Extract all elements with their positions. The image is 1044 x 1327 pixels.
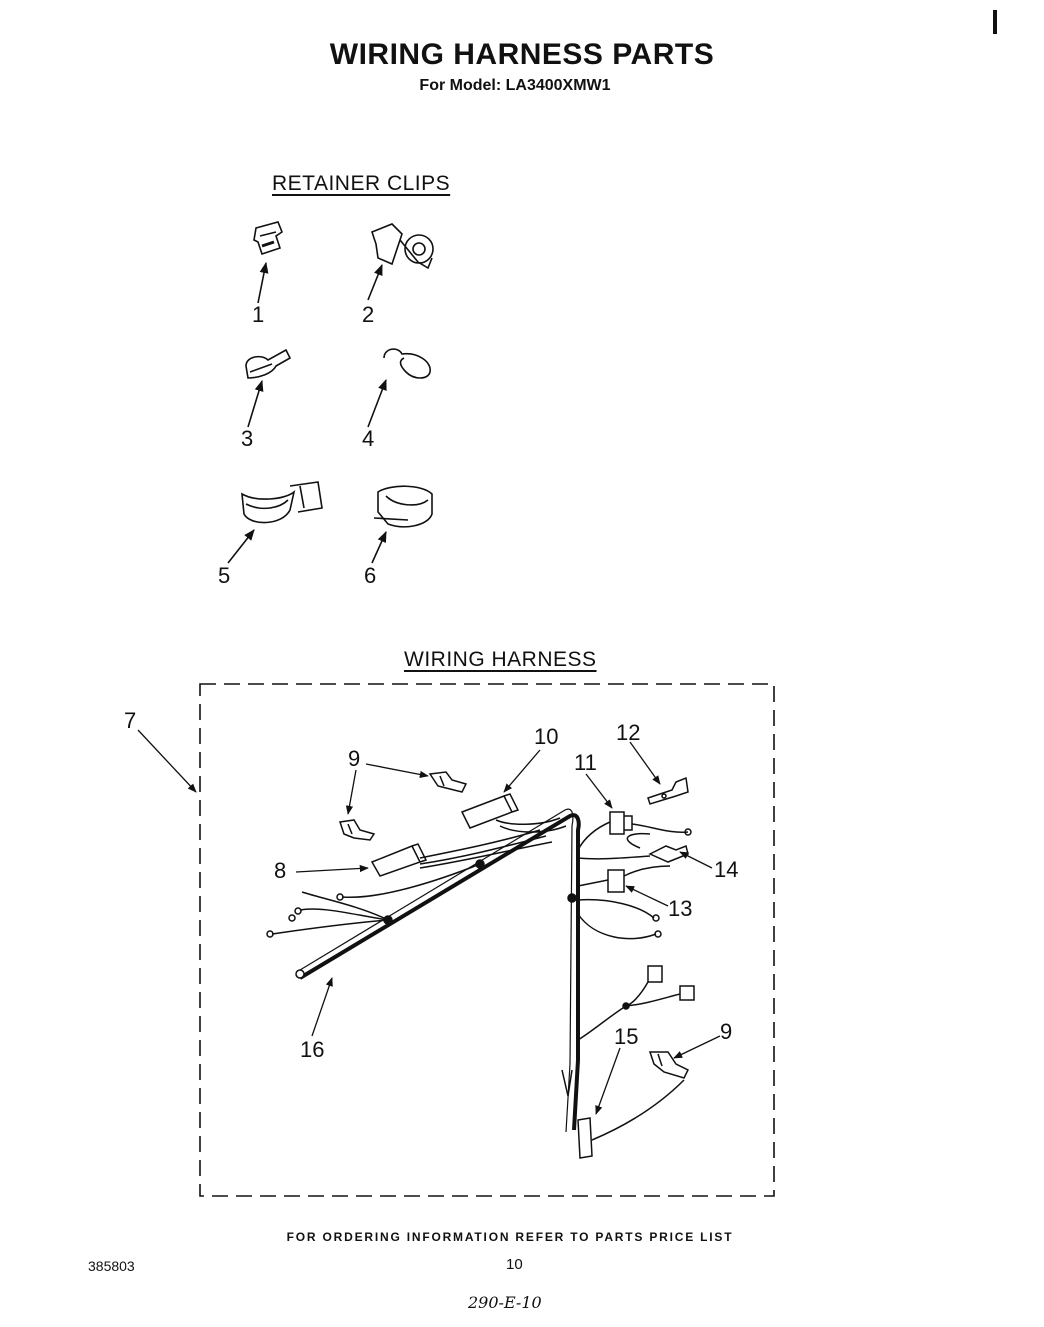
callout-16: 16 <box>300 1037 325 1062</box>
retainer-clip-2-icon <box>367 223 434 301</box>
page-number: 10 <box>506 1256 523 1273</box>
leader-10 <box>503 749 541 793</box>
leader-15 <box>595 1047 621 1115</box>
terminal-9-upper-icon <box>428 771 468 793</box>
retainer-clips-heading: RETAINER CLIPS <box>272 172 451 195</box>
wiring-harness-heading: WIRING HARNESS <box>404 648 597 671</box>
retainer-clip-3-icon <box>245 348 292 428</box>
callout-1: 1 <box>252 302 265 327</box>
retainer-clip-4-icon <box>367 348 431 428</box>
page-title: WIRING HARNESS PARTS <box>329 38 715 71</box>
callout-15: 15 <box>614 1024 639 1049</box>
callout-4: 4 <box>362 426 375 451</box>
callout-14: 14 <box>714 857 739 882</box>
document-number: 385803 <box>88 1258 135 1274</box>
connector-8-block <box>370 829 553 877</box>
leader-12 <box>629 741 661 785</box>
callout-10: 10 <box>534 724 559 749</box>
terminal-9-lower-icon <box>648 1051 690 1079</box>
ordering-note: FOR ORDERING INFORMATION REFER TO PARTS … <box>286 1230 734 1244</box>
leader-14 <box>679 851 713 869</box>
callout-6: 6 <box>364 563 377 588</box>
callout-8: 8 <box>274 858 287 883</box>
main-harness-trunk <box>295 808 581 1133</box>
leader-8 <box>295 864 369 873</box>
leader-9-left <box>345 769 357 815</box>
callout-9-upper: 9 <box>348 746 361 771</box>
lower-plug-connectors <box>577 965 695 1041</box>
callout-9-lower: 9 <box>720 1019 733 1044</box>
left-branch-leads <box>266 863 481 938</box>
callout-2: 2 <box>362 302 375 327</box>
callout-5: 5 <box>218 563 231 588</box>
callout-12: 12 <box>616 720 641 745</box>
leader-16 <box>311 977 333 1037</box>
leader-13 <box>625 885 669 907</box>
leader-11 <box>585 773 613 809</box>
corner-registration-mark <box>993 10 997 34</box>
leader-9-lower <box>673 1035 721 1059</box>
retainer-clip-1-icon <box>253 221 283 304</box>
connector-11-block <box>577 811 692 851</box>
callout-3: 3 <box>241 426 254 451</box>
leader-9-upper <box>365 763 429 779</box>
terminal-14-leads <box>577 832 689 863</box>
leader-7 <box>137 729 197 793</box>
terminal-12-icon <box>647 776 689 805</box>
model-subtitle: For Model: LA3400XMW1 <box>419 77 611 94</box>
callout-13: 13 <box>668 896 693 921</box>
handwritten-note: 290-E-10 <box>468 1293 542 1312</box>
connector-13-block <box>577 865 671 940</box>
harness-frame <box>199 683 775 1197</box>
connector-10-block <box>460 793 567 833</box>
callout-7: 7 <box>124 708 137 733</box>
terminal-9-left-icon <box>339 819 376 841</box>
retainer-clip-5-icon <box>227 481 323 564</box>
retainer-clip-6-icon <box>371 485 433 564</box>
callout-11: 11 <box>574 750 597 775</box>
connector-15-block <box>561 1069 685 1159</box>
